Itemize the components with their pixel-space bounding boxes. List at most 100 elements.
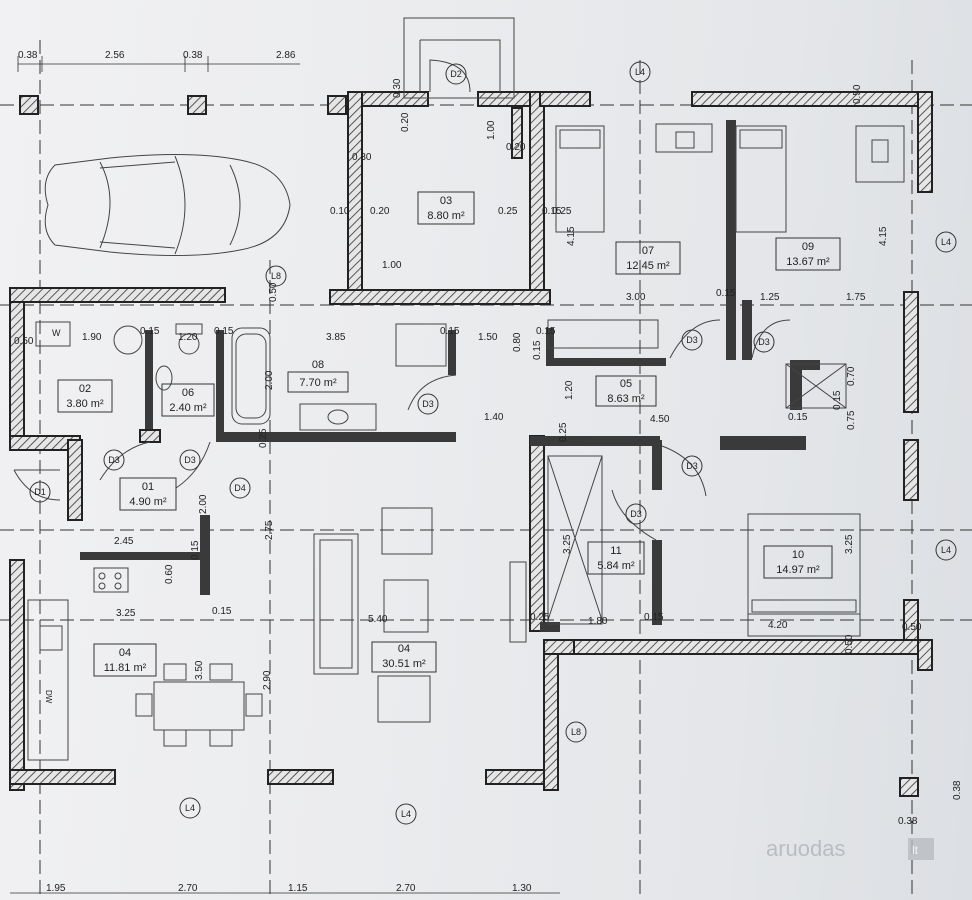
dimension-label: 1.00 [486,120,497,140]
tag-d3-07: D3 [686,335,698,345]
annotation-tags: D2 L4 L8 D3 D3 D3 D3 D3 D3 D3 D1 D4 L4 L… [29,61,957,825]
dimension-label: 3.25 [116,608,136,619]
dimension-label: 2.00 [198,494,209,514]
dimension-label: 1.75 [846,292,866,303]
room-05: 05 8.63 m² [595,375,657,407]
tag-d3-09: D3 [758,337,770,347]
dimension-label: 0.25 [530,612,550,623]
dimension-label: 0.25 [258,428,269,448]
dimension-label: 30.51 m² [382,658,426,670]
tag-d3-02: D3 [108,455,120,465]
room-04-kitchen: 04 11.81 m² [93,643,157,677]
dimension-label: 04 [398,643,410,655]
dimension-label: 8.80 m² [427,210,465,222]
room-08: 08 7.70 m² [287,359,349,393]
columns [19,95,919,797]
dim-bottom-1: 1.95 [46,883,66,894]
dimension-label: 0.15 [440,326,460,337]
tag-l4-bottom-2: L4 [401,809,411,819]
dimension-label: 4.90 m² [129,496,167,508]
dimension-label: 14.97 m² [776,564,820,576]
dimension-label: 1.80 [588,616,608,627]
dimension-label: 0.15 [190,540,201,560]
dimension-label: 04 [119,647,131,659]
dimension-label: 0.50 [14,336,34,347]
tag-l4-top: L4 [635,67,645,77]
room-04-living: 04 30.51 m² [371,641,437,673]
dimension-label: 3.25 [562,534,573,554]
dimension-label: 3.85 [326,332,346,343]
dimension-label: 2.75 [264,520,275,540]
room-11: 11 5.84 m² [587,541,645,575]
dimension-label: 09 [802,241,814,253]
dimension-label: 1.20 [564,380,575,400]
dimension-label: 1.90 [82,332,102,343]
dimension-label: 0.15 [532,340,543,360]
dimension-label: 0.80 [512,332,523,352]
dimension-label: 0.15 [214,326,234,337]
dimension-label: 13.67 m² [786,256,830,268]
dimension-label: 0.15 [536,326,556,337]
dimension-label: 8.63 m² [607,393,645,405]
furniture [27,123,905,761]
tag-l8-top: L8 [271,271,281,281]
dimension-label: 0.15 [212,606,232,617]
dimension-label: 07 [642,245,654,257]
dimension-label: 1.40 [484,412,504,423]
room-10: 10 14.97 m² [763,545,833,579]
dimension-label: 3.80 m² [66,398,104,410]
dimension-label: 03 [440,195,452,207]
dimension-label: 0.15 [542,206,562,217]
tag-d2: D2 [450,69,462,79]
dimension-label: 5.40 [368,614,388,625]
dimension-label: 4.50 [650,414,670,425]
dimension-label: 1.50 [478,332,498,343]
dimension-label: 0.38 [898,816,918,827]
dimension-label: 0.30 [392,78,403,98]
dimension-label: 12.45 m² [626,260,670,272]
dimension-label: 0.20 [370,206,390,217]
dimension-label: 11 [610,545,621,557]
dimension-label: 2.40 m² [169,402,207,414]
dimension-label: lt [912,843,919,857]
car-icon [44,153,291,257]
tag-d3-10: D3 [686,461,698,471]
dimension-label: 0.15 [788,412,808,423]
dimension-label: 3.00 [626,292,646,303]
tag-l4-bottom-1: L4 [185,803,195,813]
dimension-label: 0.50 [852,84,863,104]
dimension-label: 0.25 [498,206,518,217]
dimension-label: 2.00 [264,370,275,390]
dimension-label: 1.20 [178,332,198,343]
dimension-label: 4.15 [878,226,889,246]
dimension-label: 0.10 [330,206,350,217]
tag-l4-right-1: L4 [941,237,951,247]
dimension-label: 0.50 [902,622,922,633]
dimension-label: 3.50 [194,660,205,680]
tag-l8-bottom: L8 [571,727,581,737]
room-09: 09 13.67 m² [775,237,841,271]
dimension-label: 4.20 [768,620,788,631]
tag-d3-bath: D3 [422,399,434,409]
dishwasher-label: DW [44,690,53,704]
dimension-label: 11.81 m² [104,662,147,674]
dimension-label: 10 [792,549,804,561]
tag-l4-right-2: L4 [941,545,951,555]
dimension-label: 0.38 [952,780,963,800]
dimension-label: 0.15 [832,390,843,410]
top-dimension-chain: 0.38 2.56 0.38 2.86 [17,50,300,72]
dim-bottom-5: 1.30 [512,883,532,894]
dimension-label: 0.25 [558,422,569,442]
dimension-label: 0.30 [352,152,372,163]
tag-d3-11: D3 [630,509,642,519]
dimension-label: aruodas [766,836,846,861]
dimension-label: 5.84 m² [597,560,635,572]
dimension-label: 05 [620,378,632,390]
dim-top-1: 0.38 [18,50,38,61]
dimension-label: 0.20 [400,112,411,132]
watermark: aruodas lt [766,836,934,861]
dimension-label: 7.70 m² [299,377,337,389]
dimension-label: 01 [142,481,154,493]
